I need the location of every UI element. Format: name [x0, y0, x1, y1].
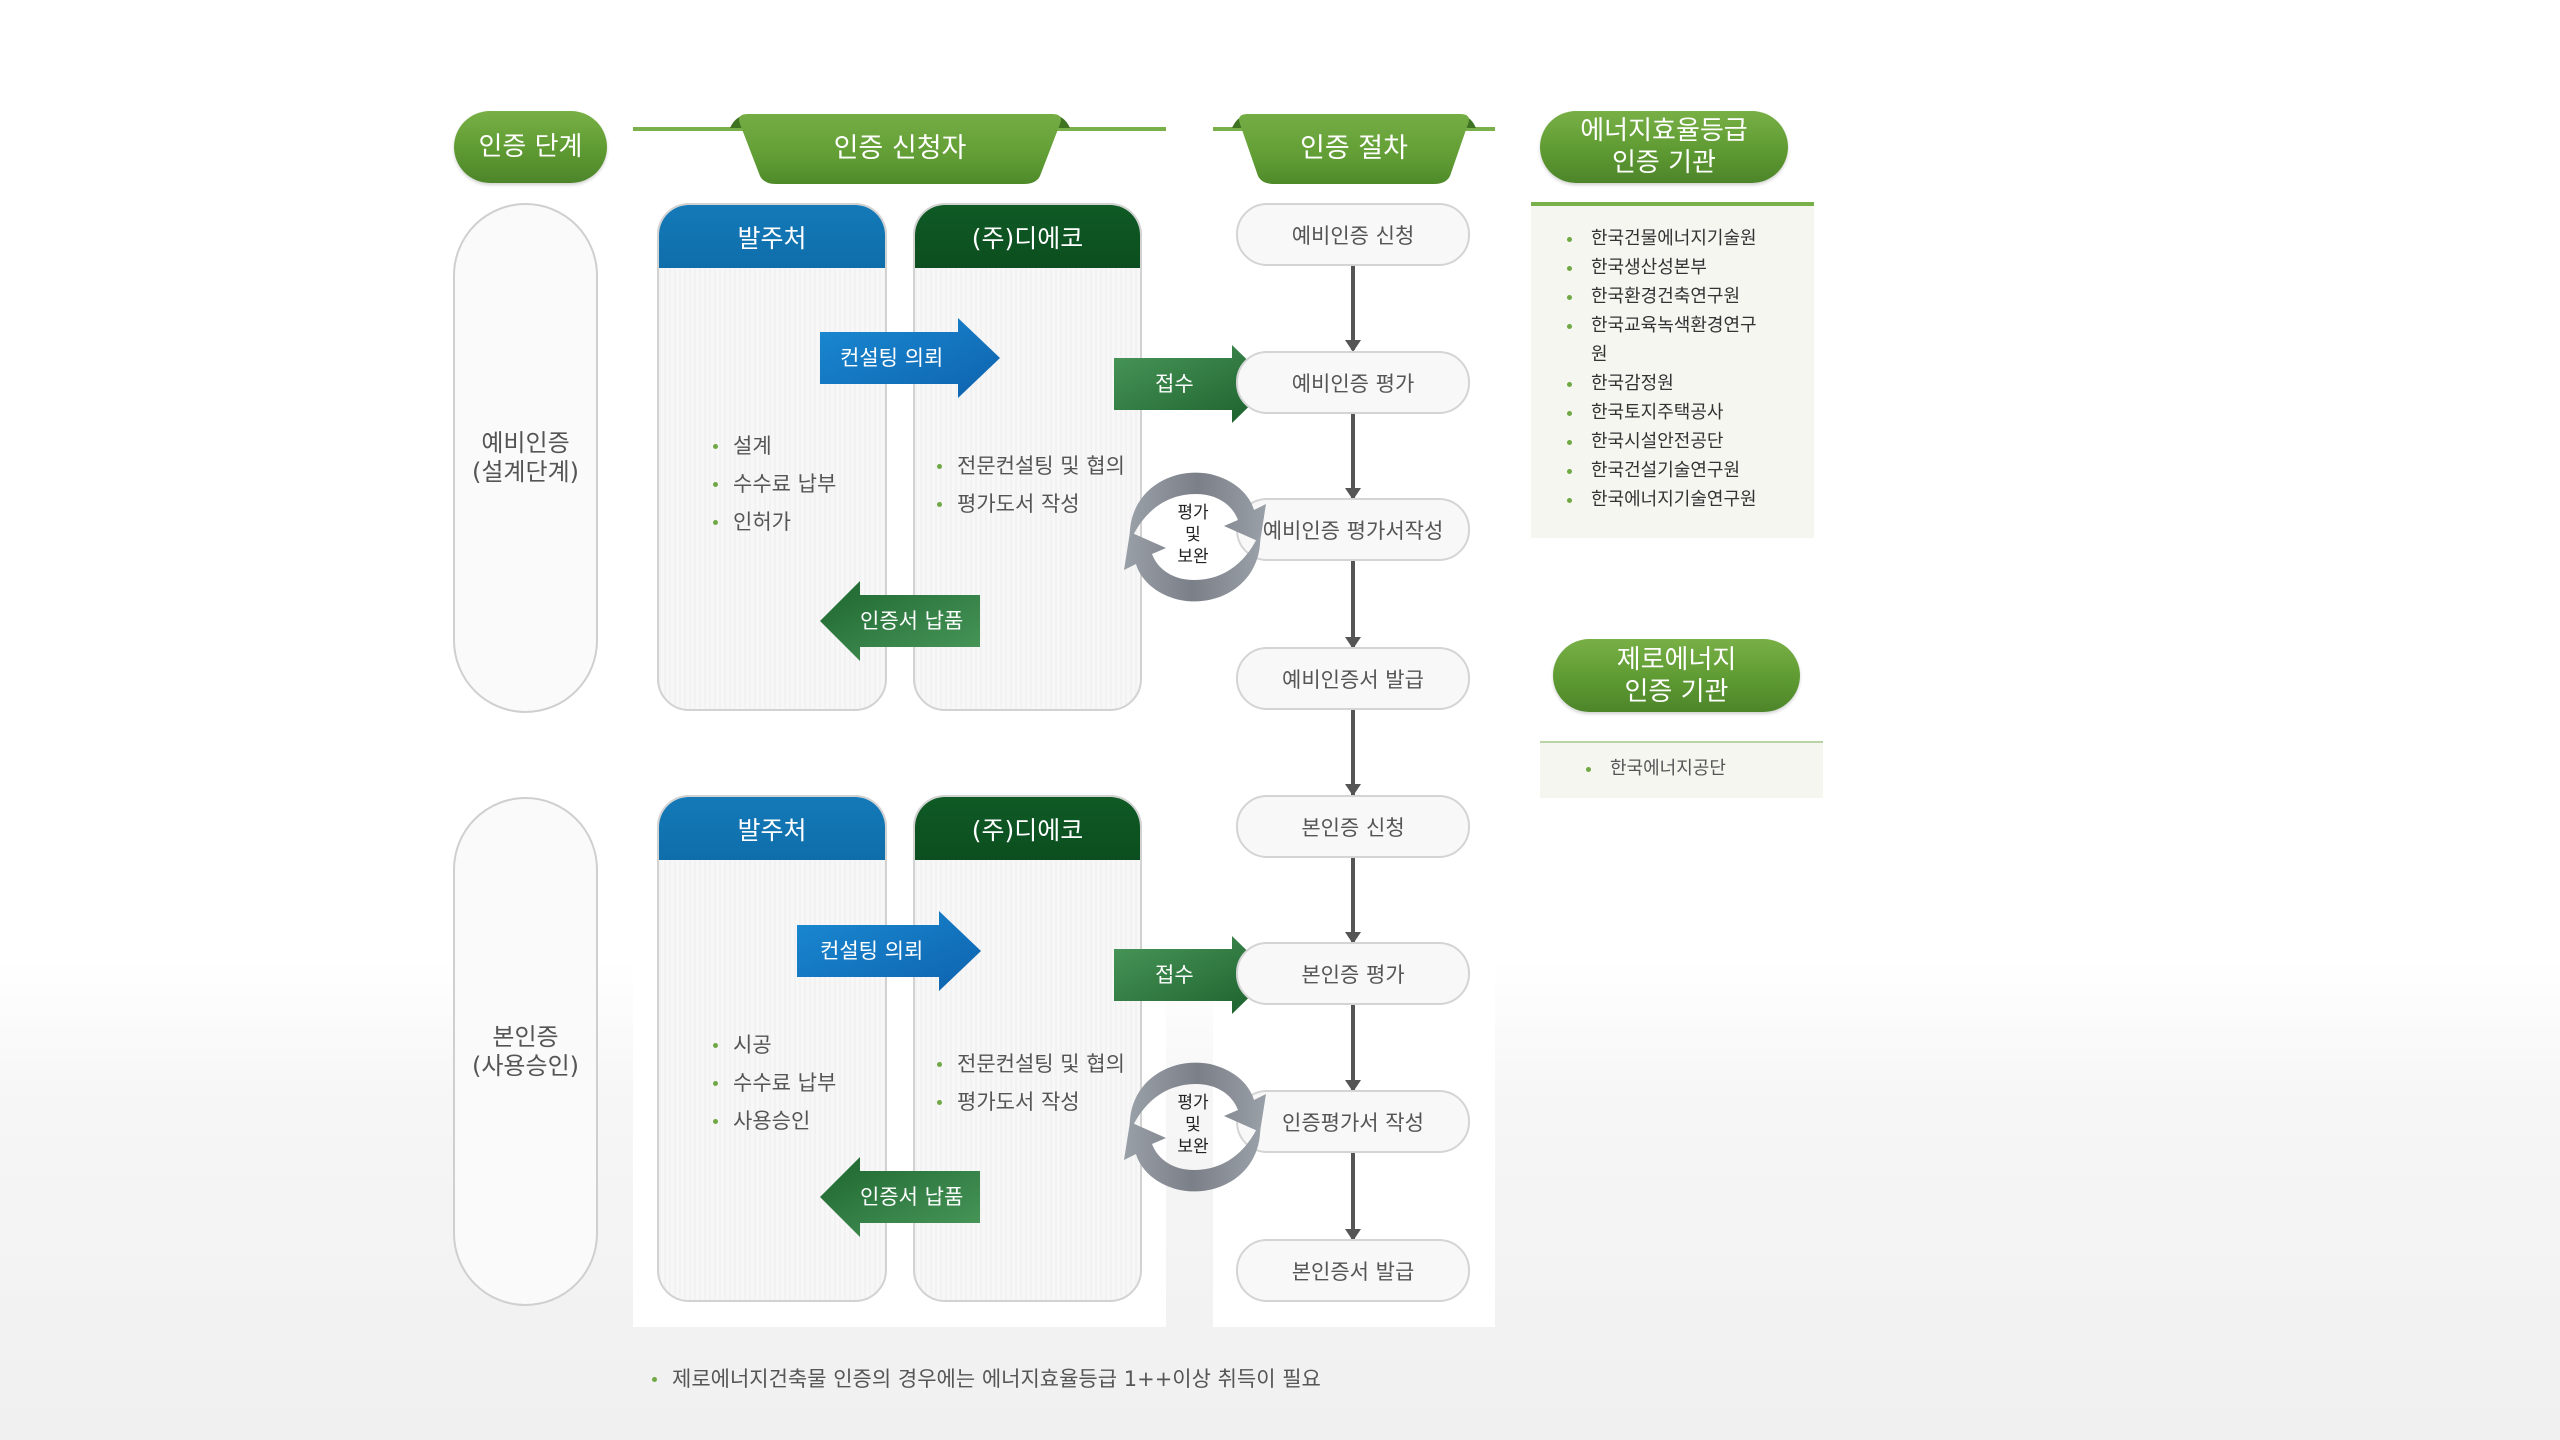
procedure-step: 예비인증 평가서작성 [1236, 498, 1470, 561]
flow-line [1351, 266, 1355, 350]
procedure-step: 예비인증서 발급 [1236, 647, 1470, 710]
org-header-line1: 에너지효율등급 [1580, 116, 1748, 146]
certificate-delivery-label: 인증서 납품 [860, 609, 964, 633]
zero-energy-org-header: 제로에너지 인증 기관 [1553, 639, 1800, 712]
flow-line [1351, 1153, 1355, 1239]
energy-efficiency-org-list: 한국건물에너지기술원 한국생산성본부 한국환경건축연구원 한국교육녹색환경연구원… [1531, 202, 1814, 538]
procedure-ribbon-label: 인증 절차 [1300, 133, 1408, 164]
consultant-task: 전문컨설팅 및 협의 [937, 1045, 1125, 1083]
procedure-step: 본인증 평가 [1236, 942, 1470, 1005]
certificate-delivery-arrow [820, 581, 980, 661]
cycle-word: 및 [1185, 525, 1201, 545]
consultant-tasks: 전문컨설팅 및 협의 평가도서 작성 [937, 1045, 1125, 1121]
consultant-tasks: 전문컨설팅 및 협의 평가도서 작성 [937, 447, 1125, 523]
client-lane-title: 발주처 [659, 797, 885, 860]
org-item: 한국생산성본부 [1567, 253, 1814, 282]
receipt-label: 접수 [1155, 372, 1194, 396]
review-cycle-icon [1124, 1062, 1266, 1192]
procedure-step: 본인증서 발급 [1236, 1239, 1470, 1302]
consultant-lane-title: (주)디에코 [915, 205, 1140, 268]
client-task: 수수료 납부 [713, 465, 836, 503]
org-item: 한국토지주택공사 [1567, 398, 1814, 427]
client-tasks: 설계 수수료 납부 인허가 [713, 427, 836, 541]
cycle-word: 보완 [1177, 547, 1209, 567]
certificate-delivery-arrow [820, 1157, 980, 1237]
stage-pill-preliminary: 예비인증 (설계단계) [453, 203, 598, 713]
procedure-step: 본인증 신청 [1236, 795, 1470, 858]
client-task: 설계 [713, 427, 836, 465]
review-cycle-label: 평가 및 보완 [1160, 502, 1226, 568]
procedure-step: 예비인증 신청 [1236, 203, 1470, 266]
cycle-word: 보완 [1177, 1137, 1209, 1157]
cycle-word: 평가 [1177, 1093, 1209, 1113]
org-header-line2: 인증 기관 [1624, 676, 1729, 707]
client-tasks: 시공 수수료 납부 사용승인 [713, 1026, 836, 1140]
org-item: 한국교육녹색환경연구원 [1567, 311, 1771, 369]
stage-label-line2: (사용승인) [471, 1051, 580, 1080]
org-item: 한국환경건축연구원 [1567, 282, 1814, 311]
org-item: 한국건물에너지기술원 [1567, 224, 1814, 253]
applicant-ribbon [730, 114, 1070, 184]
flow-line [1351, 561, 1355, 647]
flow-line [1351, 1005, 1355, 1090]
consulting-request-arrow [797, 911, 981, 991]
arrow-down-icon [1345, 932, 1361, 944]
review-cycle-label: 평가 및 보완 [1160, 1092, 1226, 1158]
procedure-step: 예비인증 평가 [1236, 351, 1470, 414]
energy-efficiency-org-header: 에너지효율등급 인증 기관 [1540, 111, 1788, 183]
org-item: 한국감정원 [1567, 369, 1814, 398]
stage-header-label: 인증 단계 [478, 132, 583, 162]
stage-pill-main: 본인증 (사용승인) [453, 797, 598, 1306]
consultant-task: 전문컨설팅 및 협의 [937, 447, 1125, 485]
footnote-text: 제로에너지건축물 인증의 경우에는 에너지효율등급 1++이상 취득이 필요 [652, 1360, 1321, 1398]
consultant-task: 평가도서 작성 [937, 485, 1125, 523]
consultant-task: 평가도서 작성 [937, 1083, 1125, 1121]
consulting-request-arrow [820, 318, 1000, 398]
receipt-label: 접수 [1155, 963, 1194, 987]
flow-line [1351, 414, 1355, 498]
client-lane-title: 발주처 [659, 205, 885, 268]
consulting-request-label: 컨설팅 의뢰 [820, 939, 924, 963]
consulting-request-label: 컨설팅 의뢰 [840, 346, 944, 370]
arrow-down-icon [1345, 488, 1361, 500]
cycle-word: 평가 [1177, 503, 1209, 523]
flow-line [1351, 858, 1355, 942]
receipt-arrow [1114, 936, 1272, 1014]
stage-label-line1: 본인증 [492, 1022, 559, 1051]
client-task: 인허가 [713, 503, 836, 541]
consultant-lane-title: (주)디에코 [915, 797, 1140, 860]
procedure-step: 인증평가서 작성 [1236, 1090, 1470, 1153]
arrow-down-icon [1345, 637, 1361, 649]
flow-line [1351, 710, 1355, 795]
zero-energy-org-list: 한국에너지공단 [1540, 741, 1823, 798]
footnote: 제로에너지건축물 인증의 경우에는 에너지효율등급 1++이상 취득이 필요 [652, 1360, 1321, 1398]
org-item: 한국에너지기술연구원 [1567, 485, 1814, 514]
client-task: 시공 [713, 1026, 836, 1064]
receipt-arrow [1114, 345, 1272, 423]
org-item: 한국에너지공단 [1586, 754, 1823, 783]
stage-label-line2: (설계단계) [471, 458, 580, 486]
client-lane: 발주처 [657, 795, 887, 1302]
org-header-line2: 인증 기관 [1612, 148, 1716, 178]
review-cycle-icon [1124, 472, 1266, 602]
applicant-ribbon-label: 인증 신청자 [833, 133, 967, 164]
client-task: 수수료 납부 [713, 1064, 836, 1102]
org-item: 한국건설기술연구원 [1567, 456, 1814, 485]
arrow-down-icon [1345, 340, 1361, 352]
client-task: 사용승인 [713, 1102, 836, 1140]
arrow-down-icon [1345, 784, 1361, 796]
arrow-down-icon [1345, 1080, 1361, 1092]
org-item: 한국시설안전공단 [1567, 427, 1814, 456]
certificate-delivery-label: 인증서 납품 [860, 1185, 964, 1209]
procedure-ribbon [1232, 114, 1476, 184]
stage-label-line1: 예비인증 [481, 429, 570, 457]
cycle-word: 및 [1185, 1115, 1201, 1135]
stage-header: 인증 단계 [454, 111, 607, 183]
arrow-down-icon [1345, 1229, 1361, 1241]
org-header-line1: 제로에너지 [1616, 644, 1737, 675]
